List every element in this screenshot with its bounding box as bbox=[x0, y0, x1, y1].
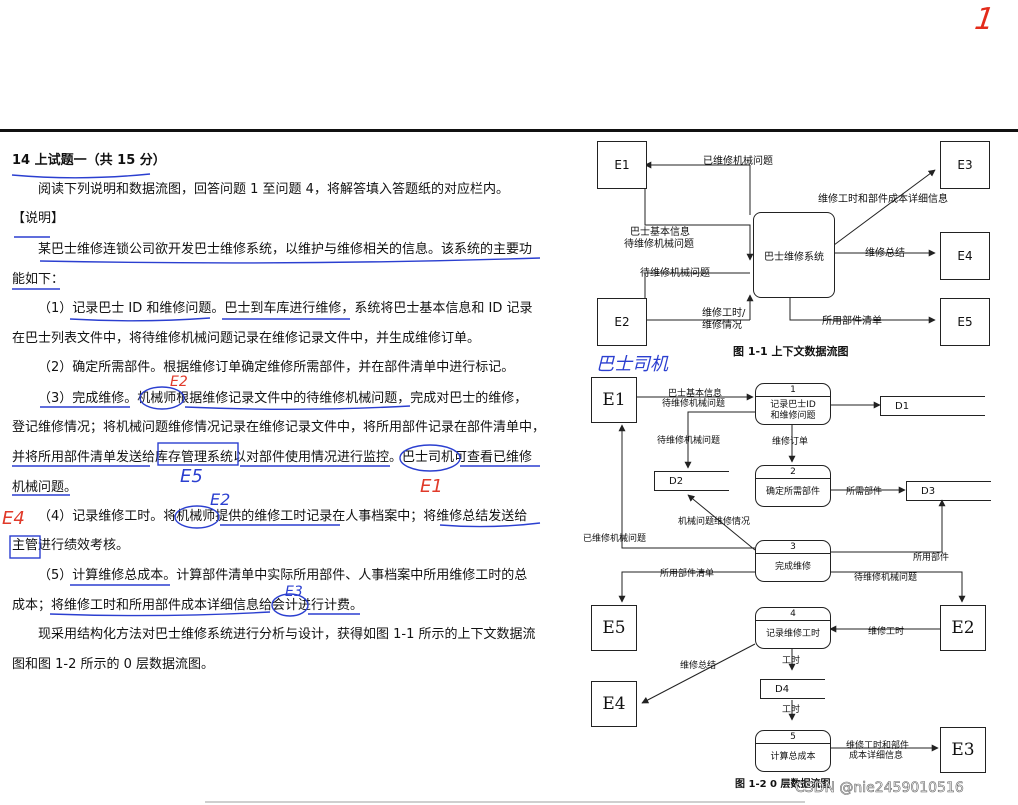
flow-label: 待维修机械问题 bbox=[662, 399, 726, 409]
flow-label: 机械问题维修情况 bbox=[678, 517, 751, 527]
process-label: 和维修问题 bbox=[770, 411, 816, 421]
entity-e2: E2 bbox=[597, 298, 647, 346]
process-number: 1 bbox=[756, 384, 830, 397]
level0-diagram-lines bbox=[618, 393, 966, 752]
flow-label: 巴士基本信息 bbox=[630, 227, 690, 238]
flow-label: 待维修机械问题 bbox=[624, 239, 694, 250]
datastore-d1: D1 bbox=[880, 396, 985, 416]
entity-e2: E2 bbox=[940, 605, 986, 651]
entity-e1: E1 bbox=[597, 141, 647, 189]
text-line: 某巴士维修连锁公司欲开发巴士维修系统，以维护与维修相关的信息。该系统的主要功 bbox=[38, 242, 533, 257]
bottom-divider bbox=[205, 801, 805, 803]
flow-label: 待维修机械问题 bbox=[854, 573, 918, 583]
process-number: 2 bbox=[756, 466, 830, 479]
flow-label: 所用部件清单 bbox=[822, 316, 882, 327]
annotation-e3: E3 bbox=[285, 584, 303, 600]
figure-1-2-caption: 图 1-2 0 层数据流图 bbox=[735, 779, 831, 790]
entity-e4: E4 bbox=[591, 681, 637, 727]
text-line: （2）确定所需部件。根据维修订单确定维修所需部件，并在部件清单中进行标记。 bbox=[38, 360, 515, 375]
flow-label: 待维修机械问题 bbox=[640, 268, 710, 279]
section-heading: 【说明】 bbox=[12, 211, 65, 226]
handwritten-underlines bbox=[9, 173, 541, 617]
process-number: 5 bbox=[756, 731, 830, 744]
handwritten-page-mark: 1 bbox=[972, 2, 997, 37]
watermark: CSDN @nie2459010516 bbox=[795, 780, 964, 797]
top-divider bbox=[0, 129, 1018, 132]
entity-e5: E5 bbox=[591, 605, 637, 651]
entity-e5: E5 bbox=[940, 298, 990, 346]
text-line: （5）计算维修总成本。计算部件清单中实际所用部件、人事档案中所用维修工时的总 bbox=[38, 568, 528, 583]
text-line: （1）记录巴士 ID 和维修问题。巴士到车库进行维修，系统将巴士基本信息和 ID… bbox=[38, 301, 533, 316]
flow-label: 维修总结 bbox=[680, 661, 717, 671]
flow-label: 已维修机械问题 bbox=[583, 534, 647, 544]
text-line: 图和图 1-2 所示的 0 层数据流图。 bbox=[12, 657, 215, 672]
annotation-bus-driver: 巴士司机 bbox=[596, 354, 668, 375]
datastore-d3: D3 bbox=[906, 481, 991, 501]
flow-label: 待维修机械问题 bbox=[657, 436, 721, 446]
flow-label: 巴士基本信息 bbox=[668, 389, 723, 399]
text-line: （3）完成维修。机械师根据维修记录文件中的待维修机械问题，完成对巴士的维修， bbox=[38, 391, 528, 406]
flow-label: 所用部件 bbox=[913, 553, 950, 563]
process-4: 4 记录维修工时 bbox=[755, 607, 831, 649]
process-3: 3 完成维修 bbox=[755, 540, 831, 582]
process-label: 计算总成本 bbox=[770, 752, 816, 762]
process-label: 记录巴士ID bbox=[770, 400, 816, 410]
text-line: （4）记录维修工时。将机械师提供的维修工时记录在人事档案中；将维修总结发送给 bbox=[38, 509, 528, 524]
flow-label: 维修工时和部件 bbox=[846, 741, 910, 751]
datastore-d2: D2 bbox=[654, 471, 729, 491]
process-number: 4 bbox=[756, 608, 830, 621]
datastore-d4: D4 bbox=[760, 679, 825, 699]
flow-label: 已维修机械问题 bbox=[703, 156, 773, 167]
text-line: 成本；将维修工时和所用部件成本详细信息给会计进行计费。 bbox=[12, 598, 364, 613]
context-diagram-lines bbox=[644, 161, 936, 324]
flow-label: 成本详细信息 bbox=[849, 751, 904, 761]
figure-1-1-caption: 图 1-1 上下文数据流图 bbox=[733, 345, 849, 358]
flow-label: 维修工时和部件成本详细信息 bbox=[818, 194, 948, 205]
text-line: 登记维修情况；将机械问题维修情况记录在维修记录文件中，将所用部件记录在部件清单中… bbox=[12, 420, 546, 435]
flow-label: 维修工时/ bbox=[702, 308, 746, 319]
flow-label: 所需部件 bbox=[846, 487, 883, 497]
flow-label: 维修订单 bbox=[772, 437, 809, 447]
process-5: 5 计算总成本 bbox=[755, 730, 831, 772]
flow-label: 工时 bbox=[782, 705, 801, 715]
flow-label: 所用部件清单 bbox=[660, 569, 715, 579]
annotation-e2-second: E2 bbox=[210, 490, 231, 509]
flow-label: 维修总结 bbox=[865, 248, 905, 259]
flow-label: 工时 bbox=[782, 656, 801, 666]
flow-label: 维修工时 bbox=[868, 627, 905, 637]
question-intro: 阅读下列说明和数据流图，回答问题 1 至问题 4，将解答填入答题纸的对应栏内。 bbox=[38, 182, 509, 197]
text-line: 机械问题。 bbox=[12, 480, 78, 495]
text-line: 现采用结构化方法对巴士维修系统进行分析与设计，获得如图 1-1 所示的上下文数据… bbox=[38, 627, 536, 642]
entity-e3: E3 bbox=[940, 727, 986, 773]
process-bus-repair-system: 巴士维修系统 bbox=[753, 212, 835, 298]
text-line: 主管进行绩效考核。 bbox=[12, 538, 130, 553]
annotation-e1: E1 bbox=[420, 476, 443, 497]
annotation-e2: E2 bbox=[170, 374, 188, 390]
process-2: 2 确定所需部件 bbox=[755, 465, 831, 507]
text-line: 在巴士列表文件中，将待维修机械问题记录在维修记录文件中，并生成维修订单。 bbox=[12, 331, 481, 346]
process-label: 完成维修 bbox=[774, 562, 811, 572]
flow-label: 维修情况 bbox=[702, 320, 742, 331]
process-number: 3 bbox=[756, 541, 830, 554]
process-label: 记录维修工时 bbox=[765, 629, 820, 639]
entity-e3: E3 bbox=[940, 141, 990, 189]
process-1: 1 记录巴士ID 和维修问题 bbox=[755, 383, 831, 425]
question-title: 14 上试题一（共 15 分） bbox=[12, 153, 166, 168]
annotation-e4: E4 bbox=[2, 508, 25, 529]
text-line: 能如下： bbox=[12, 272, 65, 287]
process-label: 确定所需部件 bbox=[765, 487, 820, 497]
entity-e4: E4 bbox=[940, 232, 990, 280]
entity-e1: E1 bbox=[591, 377, 637, 423]
annotation-e5: E5 bbox=[180, 466, 203, 487]
